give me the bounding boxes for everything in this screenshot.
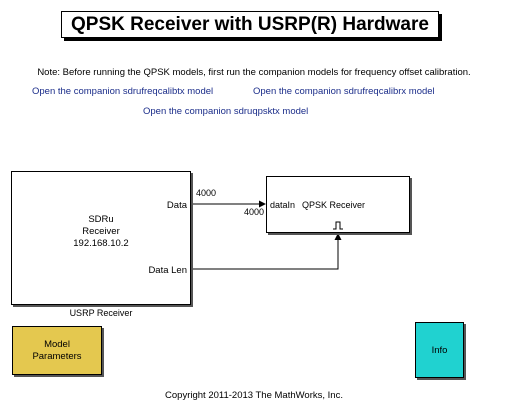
sdru-ip-address: 192.168.10.2: [73, 238, 129, 249]
signal-dimension-label: 4000: [196, 188, 217, 198]
sdru-label-line2: Receiver: [82, 226, 120, 237]
model-parameters-block[interactable]: Model Parameters: [12, 326, 102, 375]
port-data-label: Data: [166, 200, 187, 211]
model-params-line2: Parameters: [32, 350, 82, 362]
info-label: Info: [431, 344, 448, 356]
datalen-signal-arrow: [334, 233, 342, 240]
datalen-signal-line[interactable]: [190, 240, 339, 270]
info-block[interactable]: Info: [415, 322, 464, 378]
sdru-block-caption: USRP Receiver: [69, 308, 133, 318]
link-open-sdrufreqcalibrx[interactable]: Open the companion sdrufreqcalibrx model: [253, 86, 435, 97]
sdru-block-label: SDRu Receiver 192.168.10.2: [12, 214, 190, 250]
port-datalen-label: Data Len: [148, 265, 187, 276]
signal-dimension-label: 4000: [244, 207, 265, 217]
qpsk-receiver-block[interactable]: dataIn QPSK Receiver: [266, 176, 410, 233]
page-title: QPSK Receiver with USRP(R) Hardware: [61, 11, 439, 38]
copyright-text: Copyright 2011-2013 The MathWorks, Inc.: [165, 390, 343, 401]
link-open-sdruqpsktx[interactable]: Open the companion sdruqpsktx model: [143, 106, 309, 117]
qpsk-block-title: QPSK Receiver: [302, 200, 366, 210]
data-signal-arrow: [259, 200, 266, 208]
link-open-sdrufreqcalibtx[interactable]: Open the companion sdrufreqcalibtx model: [32, 86, 214, 97]
sdru-label-line1: SDRu: [88, 214, 114, 225]
port-datain-label: dataIn: [270, 200, 296, 210]
sdru-receiver-block[interactable]: SDRu Receiver 192.168.10.2 Data Data Len: [11, 171, 191, 305]
calibration-note: Note: Before running the QPSK models, fi…: [37, 67, 471, 78]
model-params-line1: Model: [44, 338, 70, 350]
pulse-icon: [333, 221, 343, 230]
